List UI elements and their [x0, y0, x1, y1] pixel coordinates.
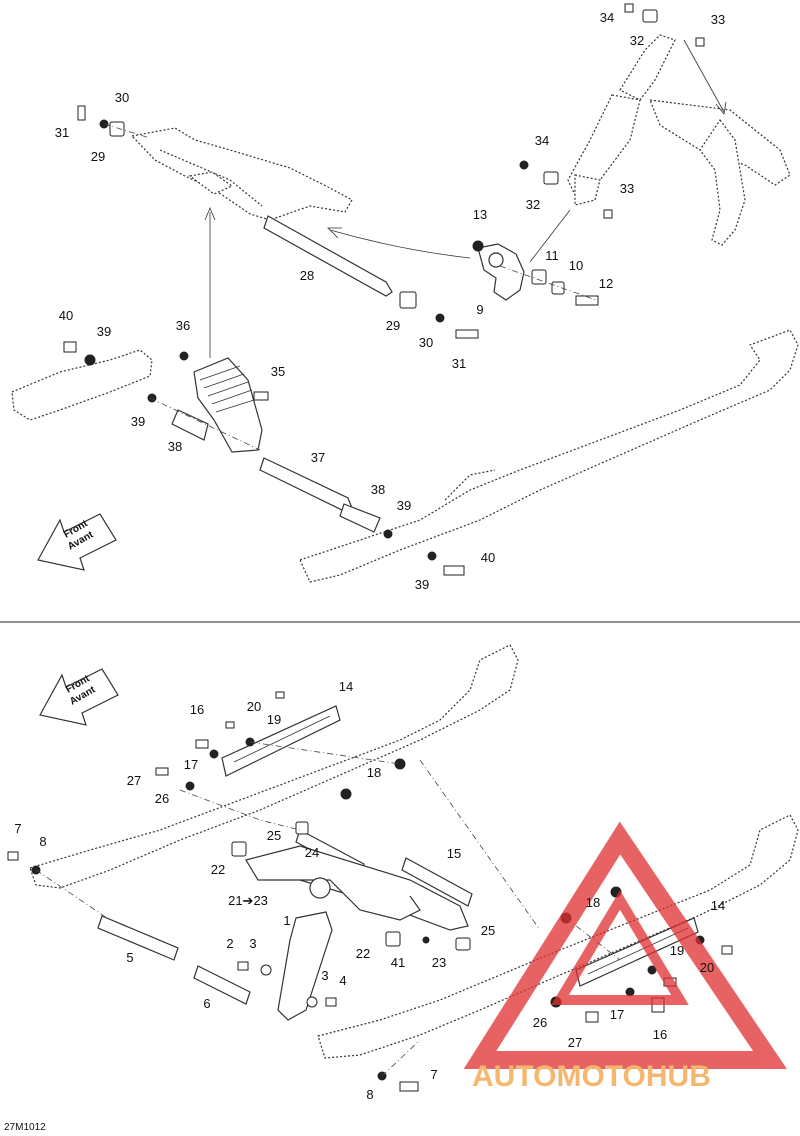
- callout-30a: 30: [115, 90, 129, 105]
- callout-29a: 29: [91, 149, 105, 164]
- callout-39c: 39: [397, 498, 411, 513]
- callout-29b: 29: [386, 318, 400, 333]
- callout-15: 15: [447, 846, 461, 861]
- callout-25a: 25: [267, 828, 281, 843]
- callout-10: 10: [569, 258, 583, 273]
- cross-shaft-5: [97, 915, 179, 961]
- callout-8a: 8: [39, 834, 46, 849]
- callout-27b: 27: [568, 1035, 582, 1050]
- callout-7b: 7: [430, 1067, 437, 1082]
- cross-shaft-6: [193, 965, 251, 1005]
- callout-20a: 20: [247, 699, 261, 714]
- callout-33a: 33: [711, 12, 725, 27]
- shock-absorber: [193, 357, 263, 453]
- callout-14a: 14: [339, 679, 353, 694]
- callout-23: 23: [432, 955, 446, 970]
- left-rail-bottom: [29, 644, 519, 889]
- callout-22b: 22: [356, 946, 370, 961]
- center-lines-bottom: [35, 741, 621, 1077]
- callout-20b: 20: [700, 960, 714, 975]
- right-rail-bottom: [317, 814, 799, 1059]
- callout-37: 37: [311, 450, 325, 465]
- callout-30b: 30: [419, 335, 433, 350]
- callout-36: 36: [176, 318, 190, 333]
- callout-1: 1: [283, 913, 290, 928]
- callout-34b: 34: [535, 133, 549, 148]
- callout-7a: 7: [14, 821, 21, 836]
- spacer-38b: [339, 503, 381, 533]
- callout-38a: 38: [168, 439, 182, 454]
- callout-41: 41: [391, 955, 405, 970]
- callout-19b: 19: [670, 943, 684, 958]
- callout-16b: 16: [653, 1027, 667, 1042]
- callout-35: 35: [271, 364, 285, 379]
- cross-shaft-15: [401, 857, 473, 907]
- front-arrow-top: Front Avant: [37, 513, 117, 571]
- spacer-38a: [171, 409, 209, 441]
- callout-28: 28: [300, 268, 314, 283]
- leader-lines-top: [103, 39, 727, 451]
- callout-40b: 40: [481, 550, 495, 565]
- watermark-logo: AUTOMOTOHUB: [463, 821, 787, 1093]
- callout-21-23: 21➔23: [228, 893, 268, 908]
- callout-3b: 3: [321, 968, 328, 983]
- callout-38b: 38: [371, 482, 385, 497]
- callout-18b: 18: [586, 895, 600, 910]
- callout-27a: 27: [127, 773, 141, 788]
- callout-25b: 25: [481, 923, 495, 938]
- callouts-top: 34 32 33 30 31 29 34 33 32 13 11 10 12 28 9 29 30 31 40 39 3…: [55, 10, 725, 592]
- watermark-text: AUTOMOTOHUB: [472, 1060, 711, 1093]
- hardware-top: [63, 3, 705, 576]
- rear-arm-assembly: [245, 845, 469, 931]
- callout-18a: 18: [367, 765, 381, 780]
- slide-strip-14a: [221, 705, 341, 777]
- callout-31a: 31: [55, 125, 69, 140]
- callout-40a: 40: [59, 308, 73, 323]
- callout-11: 11: [545, 248, 559, 263]
- callout-39d: 39: [415, 577, 429, 592]
- shaft-28: [263, 215, 393, 297]
- callout-31b: 31: [452, 356, 466, 371]
- callout-2: 2: [226, 936, 233, 951]
- callout-3a: 3: [249, 936, 256, 951]
- front-arm-assembly: [130, 127, 353, 221]
- callout-32b: 32: [526, 197, 540, 212]
- link-1: [277, 911, 333, 1021]
- callout-12: 12: [599, 276, 613, 291]
- front-arrow-bottom: Front Avant: [39, 668, 119, 726]
- left-rail-top: [11, 349, 153, 421]
- callout-16a: 16: [190, 702, 204, 717]
- callout-13: 13: [473, 207, 487, 222]
- callout-4: 4: [339, 973, 346, 988]
- shaft-37: [259, 457, 353, 513]
- callout-19a: 19: [267, 712, 281, 727]
- callout-5: 5: [126, 950, 133, 965]
- callout-24: 24: [305, 845, 319, 860]
- callout-22a: 22: [211, 862, 225, 877]
- rear-shock-assembly: [567, 34, 791, 246]
- callout-8b: 8: [366, 1087, 373, 1102]
- callout-14b: 14: [711, 898, 725, 913]
- callout-34a: 34: [600, 10, 614, 25]
- slide-strip-14b: [575, 917, 699, 987]
- callout-26b: 26: [533, 1015, 547, 1030]
- callout-33b: 33: [620, 181, 634, 196]
- callout-32a: 32: [630, 33, 644, 48]
- callout-6: 6: [203, 996, 210, 1011]
- right-rail-top: [299, 329, 799, 583]
- reference-code: 27M1012: [4, 1122, 46, 1133]
- callout-9: 9: [476, 302, 483, 317]
- callout-26a: 26: [155, 791, 169, 806]
- callout-17b: 17: [610, 1007, 624, 1022]
- callout-39a: 39: [97, 324, 111, 339]
- callout-17a: 17: [184, 757, 198, 772]
- bracket-9: [477, 243, 525, 301]
- callout-39b: 39: [131, 414, 145, 429]
